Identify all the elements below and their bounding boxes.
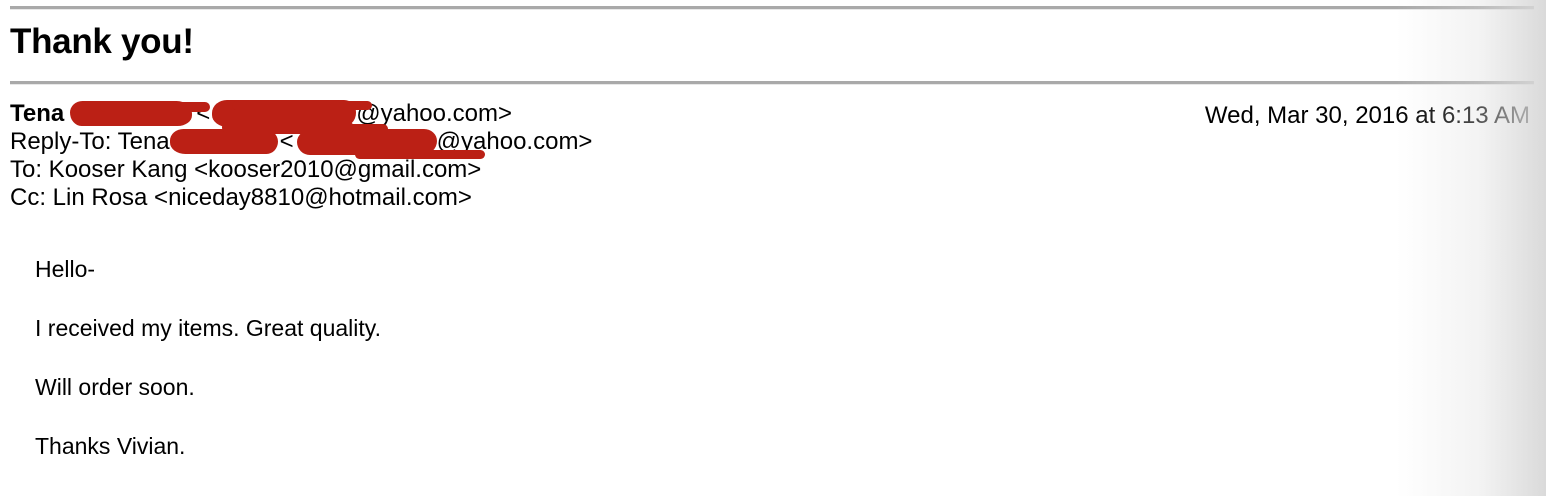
body-paragraph: I received my items. Great quality.	[35, 315, 381, 341]
reply-to-label: Reply-To: Tena	[10, 128, 170, 155]
header-from-line: Tena < @yahoo.com>	[10, 100, 1110, 134]
body-paragraph: Thanks Vivian.	[35, 433, 186, 459]
message-subject: Thank you!	[10, 22, 194, 61]
redaction-mark-sender-lastname	[70, 101, 193, 127]
message-headers: Tena < @yahoo.com> Reply-To: Tena < @yahoo.c…	[10, 100, 1110, 212]
page-edge-shading	[1396, 0, 1546, 496]
header-cc-line: Cc: Lin Rosa <niceday8810@hotmail.com>	[10, 184, 472, 211]
redaction-mark-sender-address	[212, 100, 357, 128]
reply-to-address-domain: @yahoo.com>	[436, 128, 593, 155]
message-timestamp: Wed, Mar 30, 2016 at 6:13 AM	[1204, 102, 1530, 129]
message-body: Hello- I received my items. Great qualit…	[35, 255, 935, 460]
sender-bracket-open: <	[196, 100, 211, 127]
sender-name: Tena	[10, 100, 65, 127]
redaction-mark-replyto-address	[296, 128, 437, 155]
body-paragraph: Hello-	[35, 256, 96, 282]
header-to-line: To: Kooser Kang <kooser2010@gmail.com>	[10, 156, 482, 183]
reply-to-bracket-open: <	[279, 128, 294, 155]
top-divider	[10, 6, 1534, 10]
subject-divider	[10, 81, 1534, 85]
sender-address-domain: @yahoo.com>	[356, 100, 513, 127]
redaction-mark-replyto-lastname	[169, 129, 278, 155]
header-reply-to-line: Reply-To: Tena < @yahoo.com>	[10, 122, 1110, 159]
body-paragraph: Will order soon.	[35, 374, 195, 400]
